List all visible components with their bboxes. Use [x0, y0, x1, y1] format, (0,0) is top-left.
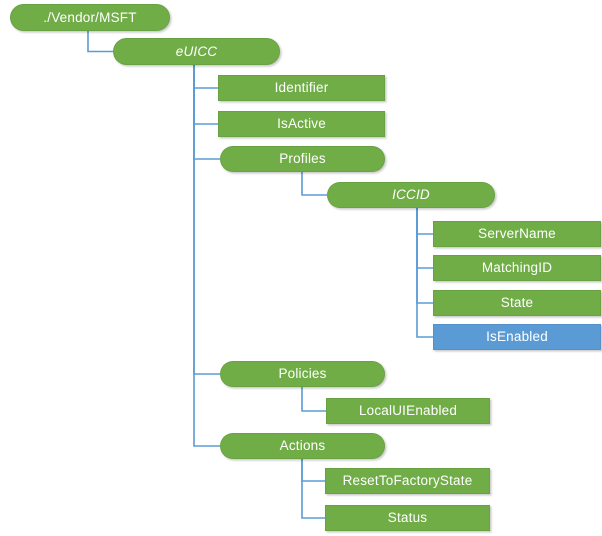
node-isactive[interactable]: IsActive	[218, 111, 385, 137]
connector-iccid-to-isenabled	[416, 208, 433, 338]
connector-euicc-to-isactive	[193, 65, 218, 125]
node-localui[interactable]: LocalUIEnabled	[326, 398, 490, 424]
connector-euicc-to-policies	[193, 65, 220, 375]
node-label-actions: Actions	[279, 439, 326, 453]
node-matchingid[interactable]: MatchingID	[433, 255, 601, 281]
node-label-iccid: ICCID	[392, 188, 430, 202]
connector-iccid-to-matchingid	[416, 208, 433, 269]
connector-policies-to-localui	[301, 387, 326, 412]
node-iccid[interactable]: ICCID	[327, 182, 495, 208]
node-label-euicc: eUICC	[175, 44, 218, 59]
node-label-identifier: Identifier	[274, 81, 329, 95]
node-identifier[interactable]: Identifier	[218, 75, 385, 101]
node-label-localui: LocalUIEnabled	[358, 404, 458, 418]
connector-iccid-to-state	[416, 208, 433, 304]
node-label-policies: Policies	[278, 367, 327, 381]
node-isenabled[interactable]: IsEnabled	[433, 324, 601, 350]
node-profiles[interactable]: Profiles	[220, 146, 385, 172]
node-label-status: Status	[387, 511, 428, 525]
node-root[interactable]: ./Vendor/MSFT	[10, 4, 170, 31]
connector-iccid-to-servername	[416, 208, 433, 235]
connector-euicc-to-profiles	[193, 65, 220, 160]
connector-euicc-to-identifier	[193, 65, 218, 89]
node-label-matchingid: MatchingID	[481, 261, 553, 275]
node-label-isactive: IsActive	[277, 117, 326, 131]
node-actions[interactable]: Actions	[220, 433, 385, 459]
node-label-reset: ResetToFactoryState	[342, 474, 473, 488]
node-reset[interactable]: ResetToFactoryState	[325, 468, 490, 494]
node-state[interactable]: State	[433, 290, 601, 316]
connector-actions-to-status	[301, 459, 325, 519]
node-status[interactable]: Status	[325, 505, 490, 531]
node-label-root: ./Vendor/MSFT	[43, 10, 137, 25]
node-label-isenabled: IsEnabled	[486, 330, 548, 344]
connector-actions-to-reset	[301, 459, 325, 482]
node-label-state: State	[500, 296, 534, 310]
connector-profiles-to-iccid	[301, 172, 327, 196]
node-servername[interactable]: ServerName	[433, 221, 601, 247]
node-policies[interactable]: Policies	[220, 361, 385, 387]
node-euicc[interactable]: eUICC	[113, 38, 280, 65]
connector-root-to-euicc	[87, 31, 113, 53]
node-label-profiles: Profiles	[279, 152, 326, 166]
connector-euicc-to-actions	[193, 65, 220, 447]
node-label-servername: ServerName	[478, 227, 556, 241]
